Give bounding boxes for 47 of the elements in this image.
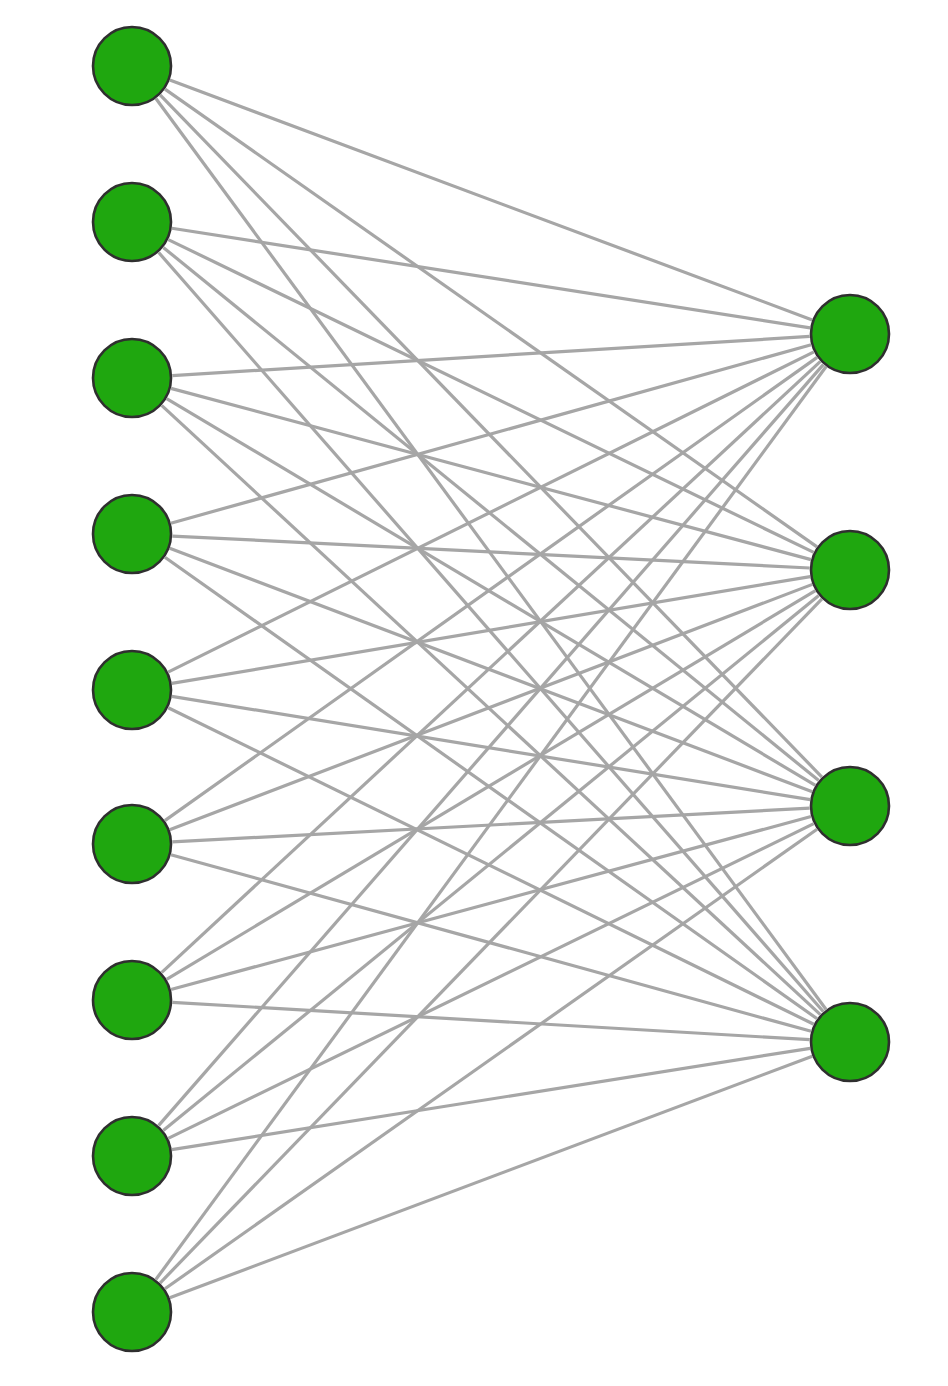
neuron-circle (91, 181, 173, 263)
connection-line (169, 78, 813, 322)
connection-line (171, 694, 811, 802)
connection-line (163, 555, 819, 1021)
connection-line (164, 87, 818, 549)
connection-line (154, 97, 828, 1011)
connection-line (170, 343, 812, 525)
neuron-circle (91, 649, 173, 731)
connection-line (171, 1046, 811, 1152)
neuron-circle (809, 529, 891, 611)
connection-line (162, 246, 820, 782)
connection-line (164, 827, 818, 1291)
connection-line (172, 1000, 810, 1042)
neuron-circle (91, 1271, 173, 1353)
neuron-circle (91, 337, 173, 419)
neuron-circle (91, 1115, 173, 1197)
neuron-circle (91, 493, 173, 575)
connection-line (158, 93, 824, 779)
neuron-circle (91, 25, 173, 107)
connection-line (172, 806, 810, 844)
connection-line (158, 597, 824, 1285)
connection-line (162, 594, 820, 1132)
neuron-circle (809, 765, 891, 847)
connection-line (170, 853, 812, 1033)
neuron-circle (809, 293, 891, 375)
connection-line (169, 582, 813, 832)
connection-line (167, 706, 815, 1026)
connection-line (167, 238, 815, 554)
connection-line (172, 534, 810, 570)
connection-line (165, 589, 817, 981)
neuron-circle (809, 1001, 891, 1083)
connection-line (169, 1054, 813, 1300)
connection-line (165, 397, 817, 787)
connection-line (169, 546, 813, 794)
connection-line (157, 251, 825, 1013)
neuron-circle (91, 803, 173, 885)
connection-line (172, 334, 810, 378)
connection-line (163, 356, 819, 822)
connection-line (157, 363, 825, 1127)
connection-line (167, 822, 815, 1140)
connection-line (170, 814, 812, 992)
connection-line (167, 350, 815, 674)
neuron-circle (91, 959, 173, 1041)
connection-line (170, 386, 812, 562)
connection-line (171, 226, 811, 330)
connection-line (154, 365, 828, 1281)
connection-line (171, 575, 811, 685)
